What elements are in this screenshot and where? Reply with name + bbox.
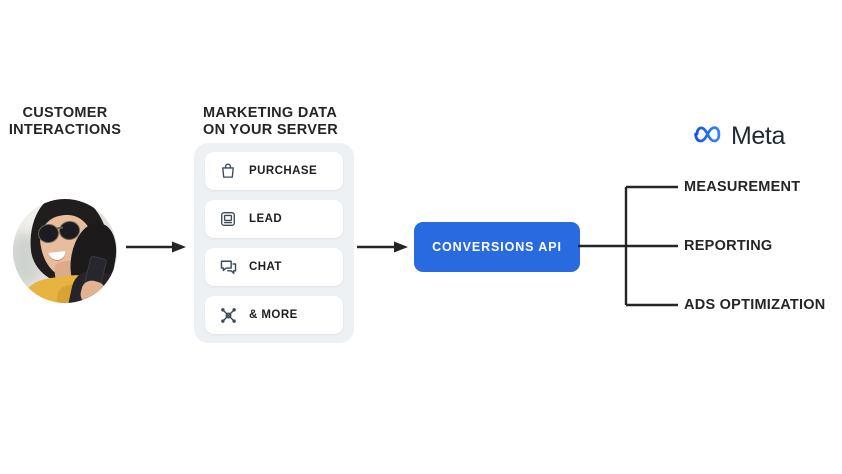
arrow-right-icon-2 — [357, 240, 409, 259]
monitor-icon — [218, 209, 238, 229]
chat-bubble-icon — [218, 257, 238, 277]
data-card-more[interactable]: & MORE — [205, 296, 343, 334]
avatar-image — [13, 199, 117, 303]
data-card-label: LEAD — [249, 213, 283, 225]
marketing-data-heading: MARKETING DATA ON YOUR SERVER — [203, 105, 339, 138]
outcome-label-measurement: MEASUREMENT — [684, 179, 801, 195]
data-card-purchase[interactable]: PURCHASE — [205, 152, 343, 190]
conversions-api-button[interactable]: CONVERSIONS API — [414, 222, 580, 272]
data-card-label: CHAT — [249, 261, 282, 273]
network-nodes-icon — [218, 305, 238, 325]
data-card-label: PURCHASE — [249, 165, 318, 177]
meta-wordmark: Meta — [731, 122, 785, 150]
outcomes-bracket — [578, 185, 678, 307]
meta-infinity-icon — [694, 124, 724, 149]
data-card-label: & MORE — [249, 309, 298, 321]
conversions-api-label: CONVERSIONS API — [432, 240, 562, 254]
arrow-right-icon-1 — [126, 240, 188, 259]
outcome-label-reporting: REPORTING — [684, 238, 773, 254]
customer-interactions-heading: CUSTOMER INTERACTIONS — [8, 105, 122, 138]
data-card-lead[interactable]: LEAD — [205, 200, 343, 238]
data-card-chat[interactable]: CHAT — [205, 248, 343, 286]
shopping-bag-icon — [218, 161, 238, 181]
outcome-label-ads-optimization: ADS OPTIMIZATION — [684, 297, 826, 313]
meta-brand-logo: Meta — [694, 124, 785, 149]
customer-photo-avatar — [13, 199, 117, 303]
marketing-data-panel: PURCHASE LEAD CHAT — [194, 143, 354, 343]
